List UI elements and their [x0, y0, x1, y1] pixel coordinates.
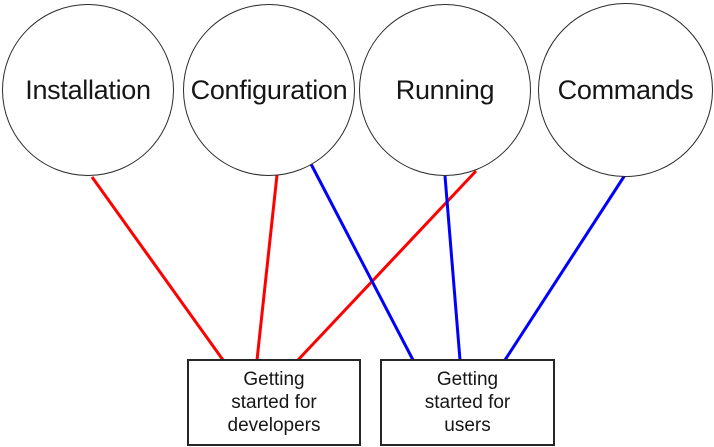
box-developers-line-1: Getting: [243, 369, 305, 390]
box-developers-line-3: developers: [227, 415, 321, 436]
box-users-line-2: started for: [424, 392, 511, 413]
box-developers-line-2: started for: [231, 392, 317, 413]
node-installation-label: Installation: [25, 74, 151, 105]
edge-commands-users: [503, 174, 627, 361]
box-users-line-1: Getting: [436, 369, 499, 390]
node-running-label: Running: [395, 74, 495, 105]
node-running: Running: [359, 4, 531, 176]
node-commands: Commands: [538, 3, 713, 177]
edge-configuration-users: [309, 163, 415, 361]
node-configuration-label: Configuration: [190, 74, 348, 105]
edge-configuration-developers: [255, 174, 279, 361]
edge-running-developers: [296, 169, 478, 362]
box-getting-started-developers: Getting started for developers: [187, 359, 361, 446]
node-commands-label: Commands: [557, 74, 694, 105]
edge-installation-developers: [90, 176, 225, 361]
box-users-line-3: users: [444, 415, 491, 436]
node-installation: Installation: [2, 4, 174, 176]
edge-running-users: [443, 175, 462, 361]
node-configuration: Configuration: [183, 4, 355, 176]
box-getting-started-users: Getting started for users: [380, 359, 555, 446]
